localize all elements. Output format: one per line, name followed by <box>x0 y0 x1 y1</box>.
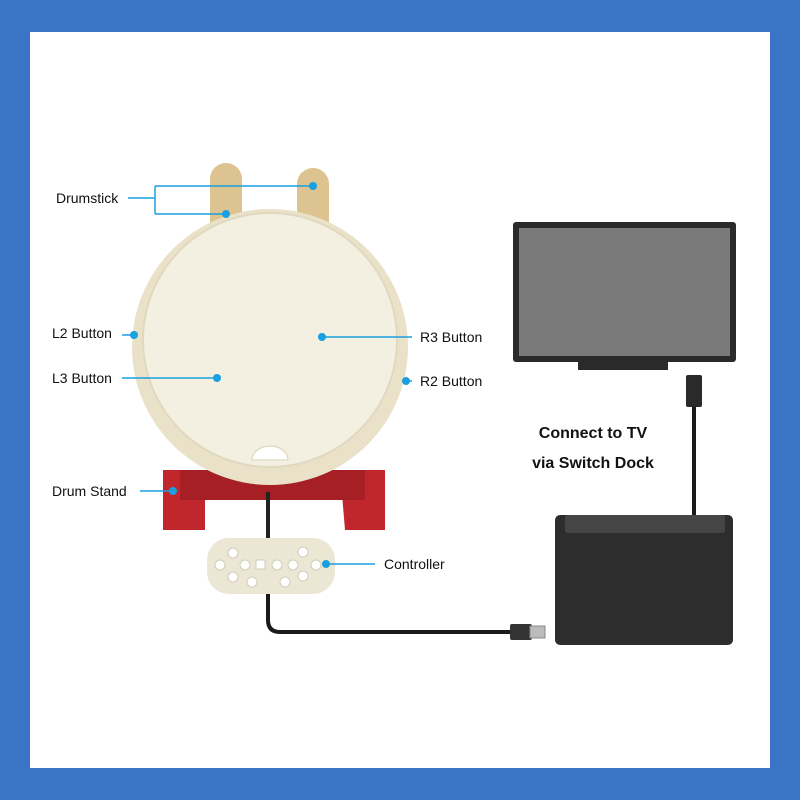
drum-face <box>142 212 398 468</box>
label-drum-stand: Drum Stand <box>52 483 127 499</box>
usb-plug <box>510 624 532 640</box>
hdmi-plug <box>686 375 702 407</box>
label-controller: Controller <box>384 556 445 572</box>
caption-line-2: via Switch Dock <box>532 455 654 472</box>
label-l2-button: L2 Button <box>52 325 112 341</box>
label-r2-button: R2 Button <box>420 373 483 389</box>
label-drumstick: Drumstick <box>56 190 119 206</box>
switch-dock <box>555 515 733 645</box>
label-r3-button: R3 Button <box>420 329 483 345</box>
caption-line-1: Connect to TV <box>538 425 648 442</box>
label-l3-button: L3 Button <box>52 370 112 386</box>
